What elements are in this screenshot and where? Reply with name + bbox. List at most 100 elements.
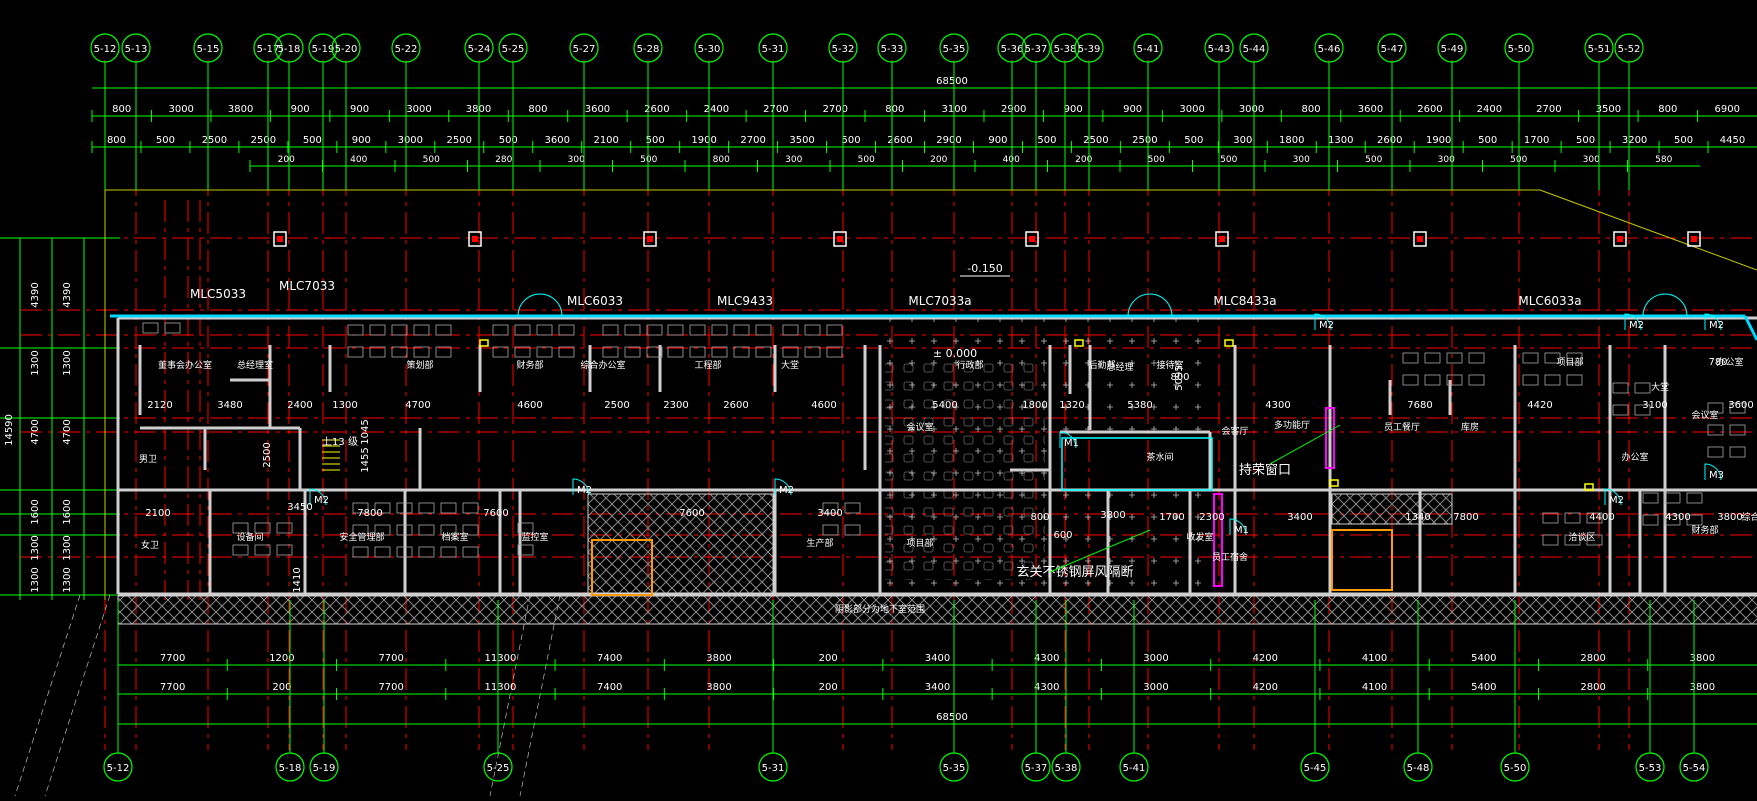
- desk-4-1-1: [689, 346, 706, 358]
- dim-text-bottom_dims_row2-5: 3800: [706, 682, 731, 693]
- dim-text-top_dims_row2-6: 3000: [398, 135, 423, 146]
- column-top-core-2: [647, 236, 653, 242]
- room-label-27: 行政部: [956, 359, 983, 371]
- axis-label-top-18: 5-37: [1025, 44, 1048, 55]
- door-swing-0: [572, 478, 590, 496]
- dim-text-top_dims_small-12: 500: [1148, 155, 1165, 165]
- room-label-5: 工程部: [694, 359, 721, 371]
- axis-label-bot-6: 5-37: [1025, 763, 1048, 774]
- dim-text-top_dims_row2-15: 500: [841, 135, 860, 146]
- desk-5-1-1: [804, 346, 821, 358]
- dim-text-bottom_dims_row1-12: 5400: [1471, 653, 1496, 664]
- room-label-13: 项目部: [1556, 356, 1583, 368]
- column-top-core-8: [1691, 236, 1697, 242]
- hall-floor-pattern: [1060, 318, 1215, 438]
- dim-text-top_dims_row1-17: 900: [1123, 104, 1142, 115]
- room-dim-15: 7680: [1407, 400, 1432, 411]
- desk-11-0-1: [352, 524, 369, 536]
- dashed-diagonal-mid-0: [519, 594, 561, 797]
- room-dim-10: 5400: [932, 400, 957, 411]
- desk-6-0-0: [1402, 352, 1419, 364]
- dim-text-top_dims_row2-24: 1800: [1279, 135, 1304, 146]
- axis-label-bot-12: 5-53: [1639, 763, 1662, 774]
- dim-text-bottom_dims_row2-4: 7400: [597, 682, 622, 693]
- desk-10-1-1: [1729, 424, 1746, 436]
- desk-12-0-1: [232, 544, 249, 556]
- desk-2-1-1: [514, 346, 531, 358]
- dim-text-bottom_dims_row1-6: 200: [819, 653, 838, 664]
- desk-10-1-0: [1729, 402, 1746, 414]
- desk-14-1-0: [844, 502, 861, 514]
- desk-6-0-1: [1402, 374, 1419, 386]
- desk-5-0-1: [782, 346, 799, 358]
- axis-label-top-19: 5-38: [1054, 44, 1077, 55]
- window-tag-4: MLC7033a: [908, 294, 971, 308]
- door-label-6: M2: [1709, 320, 1724, 331]
- door-label-2: M2: [314, 495, 329, 506]
- door-swing-9: [1229, 518, 1247, 536]
- axis-label-top-24: 5-46: [1318, 44, 1341, 55]
- annotation-4: 玄关不锈钢屏风隔断: [1016, 565, 1133, 580]
- room-dim-11: 1800: [1022, 400, 1047, 411]
- left-dim-a-2: 4700: [62, 419, 73, 444]
- curtain-wall-corner: [1743, 315, 1757, 341]
- desk-11-3-2: [418, 546, 435, 558]
- dim-text-top_dims_row2-23: 300: [1233, 135, 1252, 146]
- dim-text-top_dims_row1-4: 900: [350, 104, 369, 115]
- room-label-24: 财务部: [1691, 524, 1718, 536]
- desk-4-0-1: [667, 346, 684, 358]
- desk-6-1-0: [1424, 352, 1441, 364]
- door-label-1: M2: [779, 485, 794, 496]
- dim-text-top_dims_row1-1: 3000: [168, 104, 193, 115]
- axis-label-top-25: 5-47: [1381, 44, 1404, 55]
- desk-11-5-0: [462, 502, 479, 514]
- dim-text-top_dims_small-5: 500: [640, 155, 657, 165]
- room-label-34: 综合办: [1741, 511, 1757, 523]
- dim-text-top_dims_row1-8: 3600: [585, 104, 610, 115]
- room-label-3: 财务部: [516, 359, 543, 371]
- desk-7-1-0: [1544, 352, 1561, 364]
- room-dim-6: 2500: [604, 400, 629, 411]
- desk-3-0-0: [602, 324, 619, 336]
- door-label-9: M1: [1234, 525, 1249, 536]
- room-label-8: 会议室: [906, 421, 933, 433]
- desk-1-0-0: [347, 324, 364, 336]
- dim-text-top_dims_row2-13: 2700: [740, 135, 765, 146]
- desk-7-0-0: [1522, 352, 1539, 364]
- accent-mark-2: [1224, 339, 1234, 347]
- desk-9-1-0: [1664, 492, 1681, 504]
- axis-label-top-22: 5-43: [1208, 44, 1231, 55]
- desk-7-2-0: [1566, 352, 1583, 364]
- desk-6-1-1: [1424, 374, 1441, 386]
- dim-text-bottom_dims_row2-13: 2800: [1580, 682, 1605, 693]
- desk-6-2-1: [1446, 374, 1463, 386]
- dim-text-top_dims_row2-7: 2500: [447, 135, 472, 146]
- desk-3-2-1: [646, 346, 663, 358]
- axis-label-top-4: 5-18: [278, 44, 301, 55]
- axis-label-top-10: 5-27: [573, 44, 596, 55]
- desk-11-2-0: [396, 502, 413, 514]
- desk-1-2-1: [391, 346, 408, 358]
- room-dim-2: 2400: [287, 400, 312, 411]
- dim-text-top_dims_row2-32: 500: [1674, 135, 1693, 146]
- room-dim-19: 2500: [262, 442, 273, 467]
- dim-text-bottom_dims_row2-6: 200: [819, 682, 838, 693]
- axis-label-top-26: 5-49: [1441, 44, 1464, 55]
- dim-text-top_dims_row2-25: 1300: [1328, 135, 1353, 146]
- desk-11-4-0: [440, 502, 457, 514]
- dim-text-top_dims_small-10: 400: [1003, 155, 1020, 165]
- desk-11-4-1: [440, 524, 457, 536]
- desk-1-2-0: [391, 324, 408, 336]
- axis-label-top-9: 5-25: [502, 44, 525, 55]
- column-top-core-4: [1029, 236, 1035, 242]
- room-label-1: 总经理室: [237, 359, 273, 371]
- desk-2-0-1: [492, 346, 509, 358]
- desk-11-1-0: [374, 502, 391, 514]
- room-dim-33: 3800: [1717, 512, 1742, 523]
- reception-counter-outline: [1061, 437, 1213, 491]
- column-top-0: [273, 231, 287, 247]
- room-dim-14: 4300: [1265, 400, 1290, 411]
- room-dim-23: 7600: [483, 508, 508, 519]
